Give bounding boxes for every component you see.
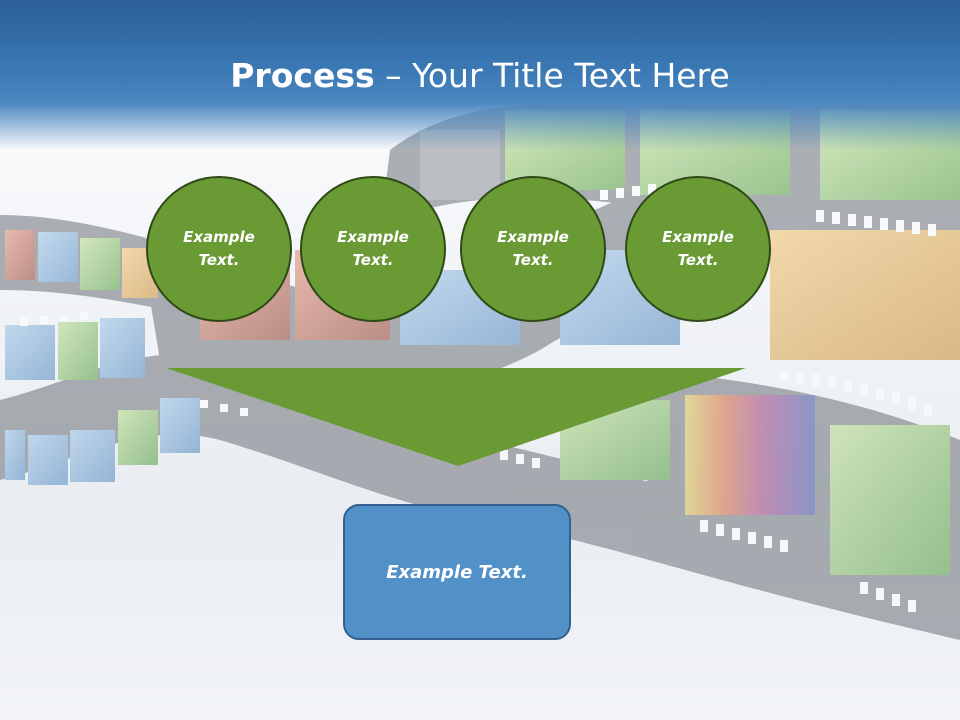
process-circle-label: Example Text. (662, 228, 734, 269)
process-circle-label: Example Text. (337, 228, 409, 269)
process-circle-3[interactable]: Example Text. (460, 176, 606, 322)
process-circle-2[interactable]: Example Text. (300, 176, 446, 322)
title-bar (0, 0, 960, 150)
result-box[interactable]: Example Text. (343, 504, 571, 640)
funnel-arrow[interactable] (166, 368, 746, 466)
process-circle-1[interactable]: Example Text. (146, 176, 292, 322)
process-circle-label: Example Text. (183, 228, 255, 269)
process-circle-4[interactable]: Example Text. (625, 176, 771, 322)
slide-title[interactable]: Process – Your Title Text Here (0, 54, 960, 98)
title-rest: – Your Title Text Here (374, 56, 730, 95)
title-bold: Process (230, 56, 375, 95)
result-box-label: Example Text. (386, 561, 528, 583)
process-circle-label: Example Text. (497, 228, 569, 269)
